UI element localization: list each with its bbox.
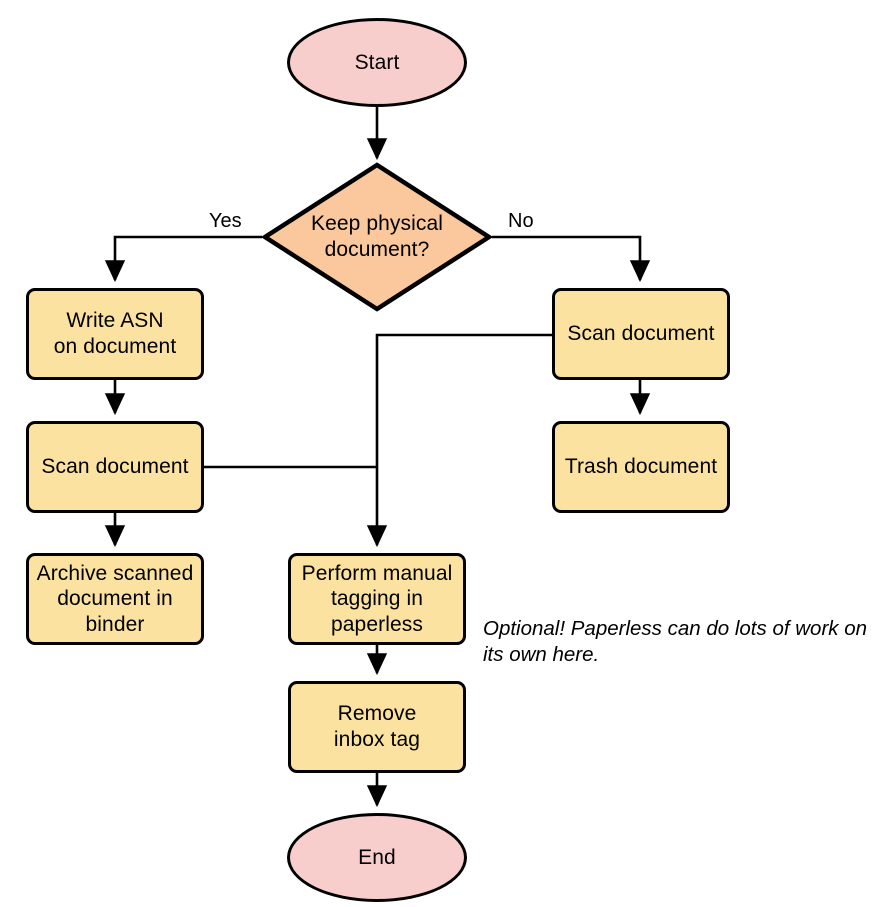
edge-scan-right-to-manual-tagging	[366, 333, 552, 548]
diamond-shape	[262, 162, 492, 312]
node-scan-document-right[interactable]: Scan document	[552, 288, 730, 380]
edge-label-no: No	[508, 210, 534, 233]
node-keep-physical-document[interactable]: Keep physical document?	[262, 162, 492, 312]
node-manual-tagging[interactable]: Perform manual tagging in paperless	[288, 553, 466, 645]
node-remove-inbox-tag[interactable]: Remove inbox tag	[288, 681, 466, 773]
edge-label-yes: Yes	[209, 210, 242, 233]
node-archive-in-binder-label: Archive scanned document in binder	[36, 561, 194, 636]
node-manual-tagging-label: Perform manual tagging in paperless	[301, 561, 453, 636]
node-end[interactable]: End	[287, 813, 467, 902]
edge-decision-no-to-scan-right	[492, 235, 651, 283]
node-remove-inbox-tag-label: Remove inbox tag	[333, 702, 421, 751]
edge-label-yes-text: Yes	[209, 210, 242, 232]
node-write-asn-label: Write ASN on document	[53, 309, 177, 358]
node-write-asn[interactable]: Write ASN on document	[26, 288, 204, 380]
edge-decision-yes-to-write-asn	[104, 235, 262, 283]
node-scan-document-left-label: Scan document	[41, 455, 189, 479]
node-trash-document-label: Trash document	[564, 455, 718, 479]
node-scan-document-right-label: Scan document	[567, 322, 715, 346]
node-scan-document-left[interactable]: Scan document	[26, 421, 204, 513]
node-start[interactable]: Start	[287, 18, 467, 107]
node-archive-in-binder[interactable]: Archive scanned document in binder	[26, 553, 204, 645]
annotation-optional-note-text: Optional! Paperless can do lots of work …	[483, 617, 868, 667]
node-end-label: End	[358, 845, 396, 869]
node-trash-document[interactable]: Trash document	[552, 421, 730, 513]
node-keep-physical-document-label: Keep physical document?	[310, 212, 444, 261]
edge-label-no-text: No	[508, 210, 534, 232]
node-start-label: Start	[354, 50, 400, 74]
annotation-optional-note: Optional! Paperless can do lots of work …	[483, 590, 883, 669]
